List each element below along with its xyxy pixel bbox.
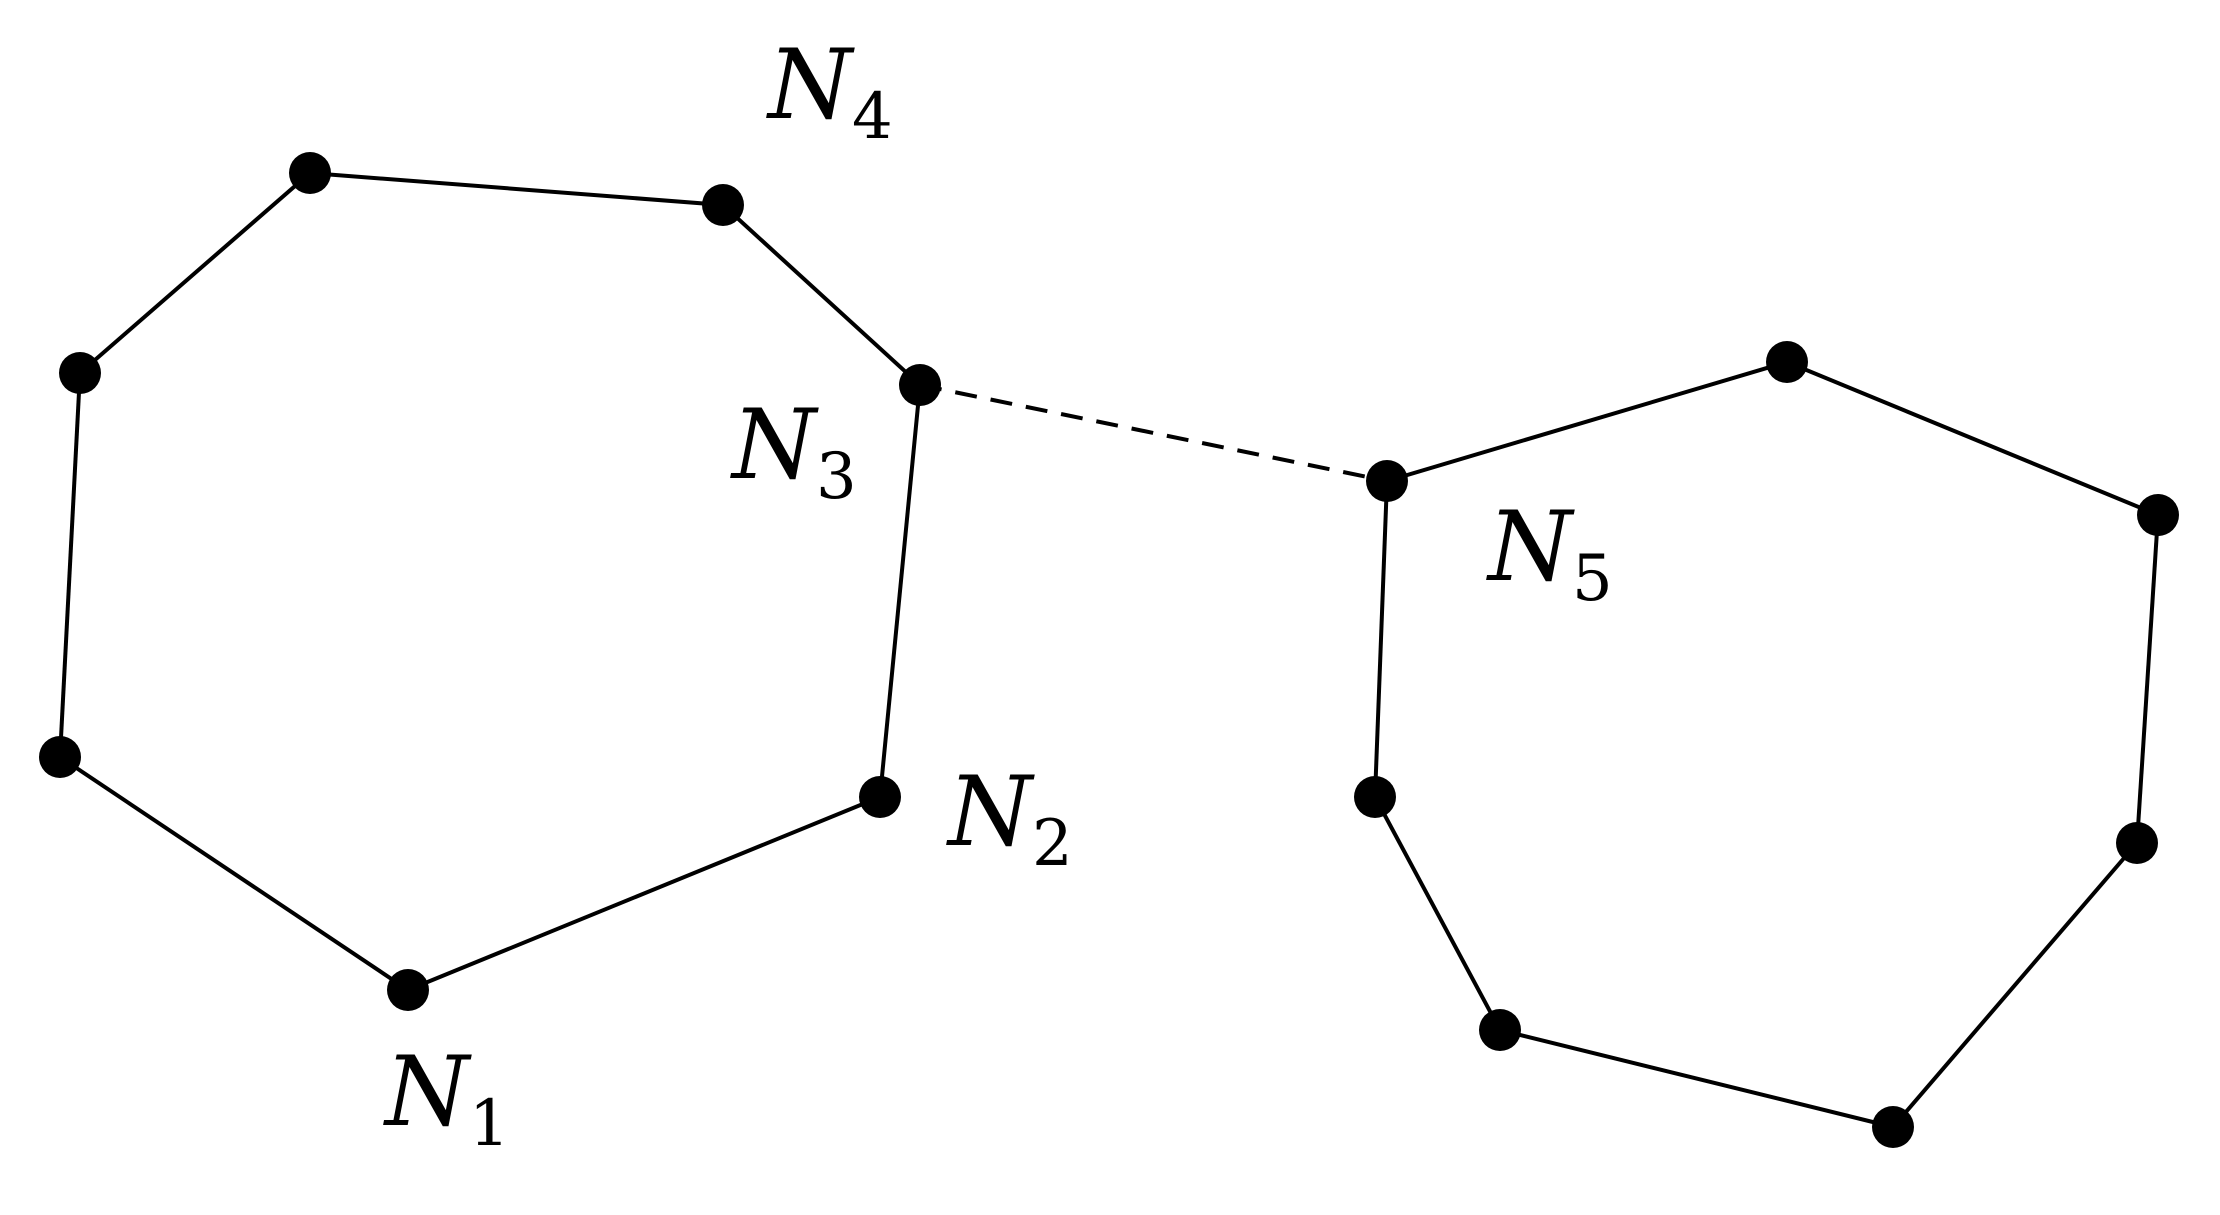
vertex-right-top	[1766, 341, 1808, 383]
label-n3: N3	[730, 389, 857, 514]
right-edge-2	[1786, 360, 2159, 517]
vertex-n3	[899, 364, 941, 406]
right-edge-7	[1373, 480, 1389, 798]
right-edge-5	[1499, 1028, 1894, 1129]
label-n2-letter: N	[946, 756, 1035, 868]
label-n1-letter: N	[383, 1036, 472, 1148]
vertex-left-lower	[39, 736, 81, 778]
left-edge-4	[309, 171, 724, 207]
vertex-n4	[702, 184, 744, 226]
label-n5-letter: N	[1486, 491, 1575, 603]
vertex-right-left	[1354, 776, 1396, 818]
vertex-n5	[1366, 460, 1408, 502]
right-polygon	[1373, 360, 2160, 1129]
left-edge-6	[58, 372, 82, 758]
left-edge-1	[407, 795, 881, 992]
vertex-right-lower	[2116, 822, 2158, 864]
label-n2: N2	[946, 756, 1073, 881]
vertex-left-top	[289, 152, 331, 194]
left-polygon	[58, 171, 922, 992]
left-vertices	[39, 152, 941, 1011]
right-edge-4	[1891, 841, 2139, 1129]
vertex-right-upper	[2137, 494, 2179, 536]
left-edge-2	[878, 384, 922, 798]
label-n5: N5	[1486, 491, 1613, 616]
right-edge-3	[2135, 514, 2160, 844]
label-n1-subscript: 1	[469, 1087, 510, 1161]
right-vertices	[1354, 341, 2179, 1148]
label-n4-subscript: 4	[852, 80, 893, 154]
left-edge-3	[721, 203, 922, 387]
label-n1: N1	[383, 1036, 510, 1161]
label-n2-subscript: 2	[1032, 807, 1073, 881]
label-n4: N4	[766, 29, 893, 154]
right-edge-1	[1386, 360, 1788, 483]
label-n4-letter: N	[766, 29, 855, 141]
label-n5-subscript: 5	[1572, 542, 1613, 616]
vertex-left-upper	[59, 352, 101, 394]
vertex-right-bottom	[1872, 1106, 1914, 1148]
vertex-right-bottom-left	[1479, 1009, 1521, 1051]
left-edge-7	[58, 755, 410, 992]
label-n3-letter: N	[730, 389, 819, 501]
dashed-connector	[919, 383, 1388, 483]
label-n3-subscript: 3	[816, 440, 857, 514]
vertex-n2	[859, 776, 901, 818]
left-edge-5	[78, 171, 312, 375]
right-edge-6	[1373, 796, 1502, 1031]
vertex-n1	[387, 969, 429, 1011]
